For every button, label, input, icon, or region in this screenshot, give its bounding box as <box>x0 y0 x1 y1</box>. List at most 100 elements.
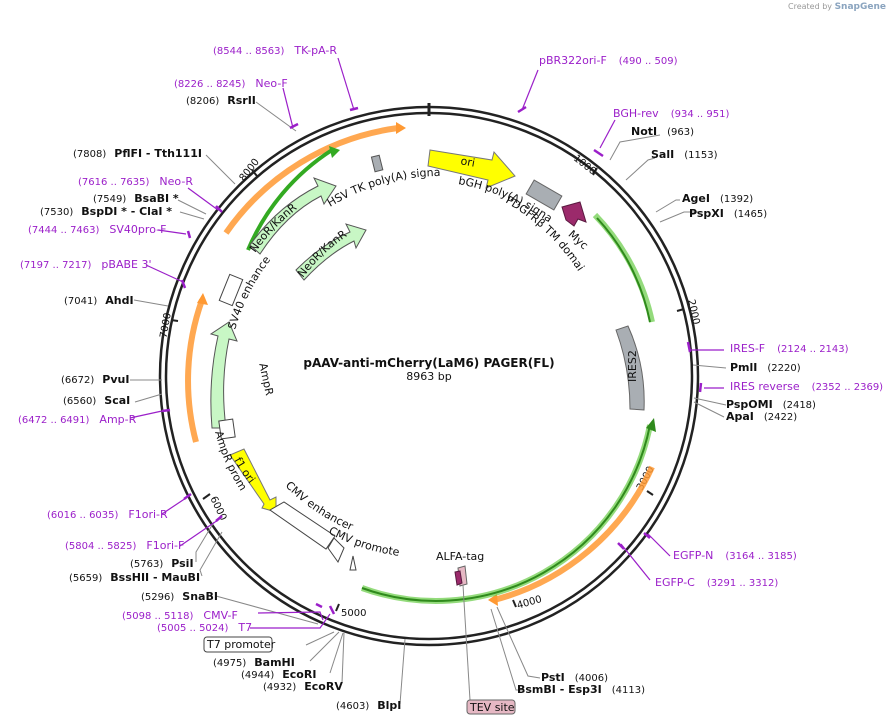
neokanr-label: NeoR/KanR <box>247 201 300 255</box>
cmv-arrow-feature <box>349 555 357 571</box>
primer-label: (5098 .. 5118)CMV-F <box>122 609 238 622</box>
orf-arc <box>360 424 653 604</box>
ires2-label: IRES2 <box>626 350 639 382</box>
orf-arc <box>493 465 655 603</box>
neokanr-label: NeoR/KanR <box>295 227 349 280</box>
cmv-promoter-feature <box>327 537 345 564</box>
hsv-tk-polya-feature <box>370 154 384 173</box>
ori-feature <box>427 149 516 189</box>
site-label: (4975)BamHI <box>213 656 295 669</box>
site-label: (5296)SnaBI <box>141 590 218 603</box>
ampr-label: AmpR <box>256 362 276 397</box>
orf-arrow <box>646 418 656 432</box>
orf-arc <box>185 298 205 443</box>
ires2-feature <box>615 325 645 411</box>
primer-markers <box>129 57 724 629</box>
t7-promoter-label: T7 promoter <box>206 638 276 651</box>
primer-label: EGFP-C(3291 .. 3312) <box>655 576 778 589</box>
primer-label: (8544 .. 8563)TK-pA-R <box>213 44 337 57</box>
neokanr-feature <box>295 223 367 281</box>
primer-label: BGH-rev(934 .. 951) <box>613 107 729 120</box>
plasmid-name: pAAV-anti-mCherry(LaM6) PAGER(FL) <box>303 356 554 370</box>
site-label: (4932)EcoRV <box>263 680 343 693</box>
primer-label: (6016 .. 6035)F1ori-R <box>47 508 168 521</box>
site-label: BsmBI - Esp3I(4113) <box>517 683 645 696</box>
orf-arrow <box>197 293 208 305</box>
ampr-promoter-feature <box>218 418 236 440</box>
myc-feature <box>561 201 587 227</box>
site-label: (7549)BsaBI * <box>93 192 179 205</box>
site-label: AgeI(1392) <box>682 192 753 205</box>
site-label: (5659)BssHII - MauBI <box>69 571 200 584</box>
site-label: (6560)ScaI <box>63 394 130 407</box>
primer-label: pBR322ori-F(490 .. 509) <box>539 54 678 67</box>
tick-label: 4000 <box>516 594 543 612</box>
tick-label: 8000 <box>238 157 262 184</box>
orf-arc <box>361 424 651 602</box>
tick-mark <box>170 319 179 322</box>
site-leaders <box>130 101 727 705</box>
tev-site-feature <box>454 570 463 586</box>
bgh-polya-label: bGH poly(A) signal <box>0 0 555 225</box>
snapgene-credit: Created by SnapGene <box>788 2 886 12</box>
site-label: NotI(963) <box>631 125 694 138</box>
site-label: (4944)EcoRI <box>241 668 316 681</box>
tick-mark <box>646 490 654 496</box>
tick-mark <box>512 599 517 608</box>
t7-promoter-box <box>203 636 273 653</box>
primer-label: (7444 .. 7463)SV40pro-F <box>28 223 166 236</box>
tick-mark <box>592 167 598 176</box>
tick-mark <box>676 308 685 312</box>
site-label: (8206)RsrII <box>186 94 256 107</box>
orf-arrow <box>329 146 340 158</box>
primer-label: IRES-F(2124 .. 2143) <box>730 342 849 355</box>
orf-arc <box>596 217 651 323</box>
tev-site-label: TEV site <box>469 701 515 714</box>
primer-label: (7616 .. 7635)Neo-R <box>78 175 193 188</box>
hsv-tk-polya-label: HSV TK poly(A) signal <box>0 0 441 210</box>
orf-arc <box>223 125 399 235</box>
site-label: PspXI(1465) <box>689 207 767 220</box>
tick-mark <box>202 493 211 500</box>
site-label: PmlI(2220) <box>730 361 801 374</box>
primer-label: (7197 .. 7217)pBABE 3' <box>20 258 152 271</box>
snapgene-brand: SnapGene <box>834 2 886 12</box>
f1-ori-feature <box>229 448 277 513</box>
site-label: PstI(4006) <box>541 671 608 684</box>
primer-label: (5804 .. 5825)F1ori-F <box>65 539 184 552</box>
plasmid-length: 8963 bp <box>406 370 451 383</box>
credit-prefix: Created by <box>788 2 833 11</box>
orf-arrow <box>488 594 498 606</box>
orf-arrow <box>396 122 406 134</box>
neokanr-feature <box>249 177 337 255</box>
primer-label: (5005 .. 5024)T7 <box>157 621 252 634</box>
site-label: (4603)BlpI <box>336 699 401 712</box>
ampr-feature <box>209 321 238 429</box>
primer-label: IRES reverse(2352 .. 2369) <box>730 380 883 393</box>
site-label: (6672)PvuI <box>61 373 129 386</box>
primer-label: EGFP-N(3164 .. 3185) <box>673 549 797 562</box>
cmv-enhancer-feature <box>269 501 336 550</box>
site-label: (7530)BspDI * - ClaI * <box>40 205 172 218</box>
site-label: SalI(1153) <box>651 148 718 161</box>
bgh-polya-feature <box>525 179 563 211</box>
tick-mark <box>251 169 258 177</box>
tick-label: 5000 <box>341 608 366 619</box>
tev-site-box <box>466 699 516 715</box>
tick-label: 7000 <box>159 312 174 339</box>
site-label: PspOMI(2418) <box>726 398 816 411</box>
orf-arc <box>246 148 334 251</box>
site-label: (7808)PflFI - Tth111I <box>73 147 202 160</box>
primer-label: (8226 .. 8245)Neo-F <box>174 77 288 90</box>
site-label: ApaI(2422) <box>726 410 797 423</box>
tick-label: 2000 <box>685 298 701 325</box>
sv40-enhancer-feature <box>218 273 244 307</box>
site-label: (7041)AhdI <box>64 294 134 307</box>
tick-mark <box>335 603 340 612</box>
primer-label: (6472 .. 6491)Amp-R <box>18 413 137 426</box>
ori-label: ori <box>460 154 476 169</box>
alfa-tag-label: ALFA-tag <box>436 550 484 563</box>
site-label: (5763)PsiI <box>130 557 194 570</box>
orf-arc <box>592 212 655 323</box>
